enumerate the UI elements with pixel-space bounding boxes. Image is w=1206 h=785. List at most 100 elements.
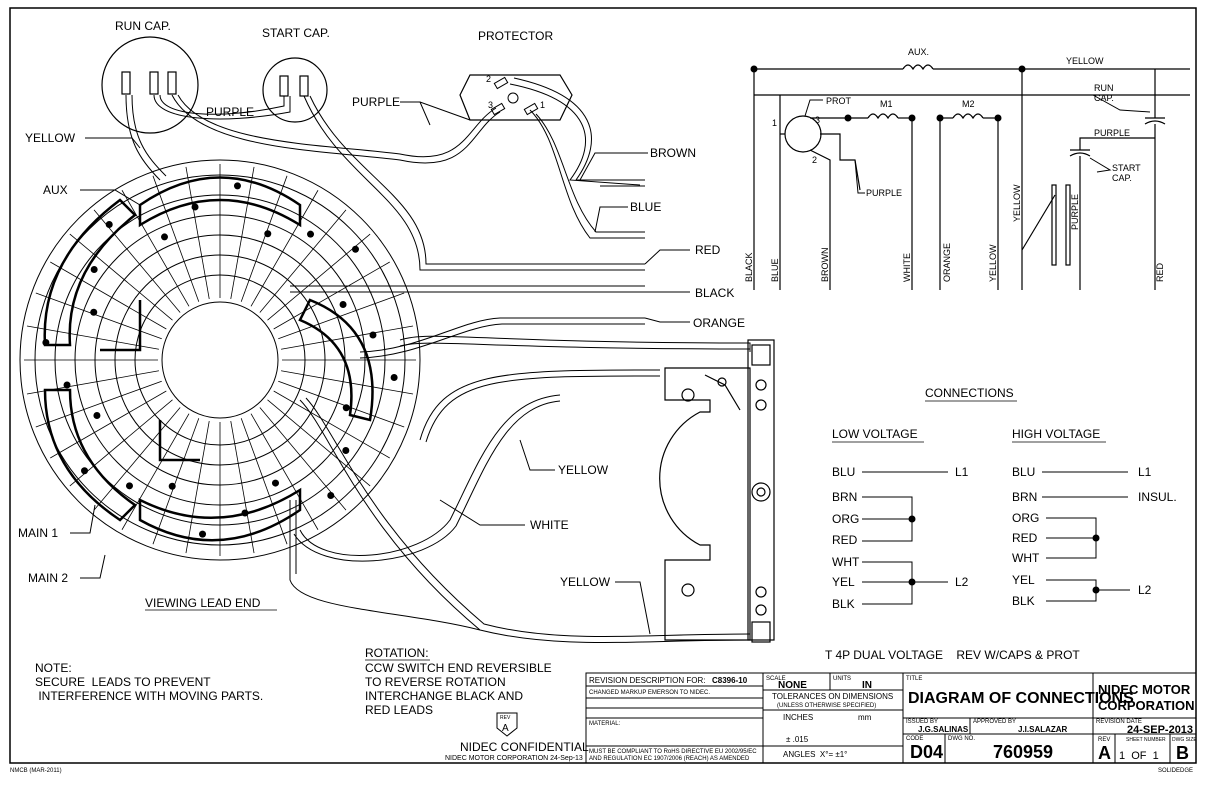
- main2-label: MAIN 2: [28, 571, 68, 585]
- slot-line: [250, 413, 319, 530]
- schem-prot-2: 2: [812, 155, 817, 165]
- yellow-top-label: YELLOW: [25, 131, 76, 145]
- tb-rev-desc-label: REVISION DESCRIPTION FOR:: [589, 676, 705, 685]
- protector-label: PROTECTOR: [478, 29, 553, 43]
- tb-revdate-label: REVISION DATE: [1096, 719, 1142, 725]
- coil-lead-dot: [342, 404, 350, 412]
- tb-size-label: DWG SIZE: [1172, 737, 1197, 743]
- schem-runcap-label2: CAP.: [1094, 93, 1114, 103]
- note-head: NOTE:: [35, 661, 72, 675]
- tb-sheet-label: SHEET NUMBER: [1126, 737, 1166, 743]
- coil-lead-dot: [42, 339, 50, 347]
- aux-coil-top: [138, 176, 302, 228]
- high-l1: L1: [1138, 465, 1152, 479]
- schematic-dots: [750, 65, 1026, 122]
- coil-lead-dot: [90, 265, 98, 273]
- high-row: ORG: [1012, 511, 1039, 525]
- schem-yellow-label: YELLOW: [1066, 56, 1104, 66]
- rotation-line: CCW SWITCH END REVERSIBLE: [365, 661, 552, 675]
- tb-size: B: [1176, 743, 1189, 763]
- start-capacitor: [262, 57, 328, 123]
- tb-material-label: MATERIAL:: [589, 721, 621, 727]
- high-row: BLK: [1012, 594, 1035, 608]
- schem-m1-label: M1: [880, 99, 893, 109]
- footer-right: SOLIDEDGE: [1158, 768, 1193, 774]
- high-insul: INSUL.: [1138, 490, 1177, 504]
- coil-lead-dot: [90, 308, 98, 316]
- high-row: YEL: [1012, 573, 1035, 587]
- coil-lead-dot: [339, 301, 347, 309]
- tb-sheet: 1 OF 1: [1119, 750, 1159, 762]
- coil-lead-dot: [241, 509, 249, 517]
- coil-lead-dot: [191, 203, 199, 211]
- blue-label: BLUE: [630, 200, 661, 214]
- schem-vert-brown: BROWN: [820, 248, 830, 283]
- tb-issued: J.G.SALINAS: [918, 725, 969, 734]
- low-voltage-rows: BLU BRN ORG RED WHT YEL BLK L1 L2: [832, 465, 969, 611]
- yellow-mid-label: YELLOW: [558, 463, 609, 477]
- tb-scale: NONE: [778, 680, 807, 691]
- slot-line: [259, 209, 347, 313]
- tb-issued-label: ISSUED BY: [906, 719, 938, 725]
- run-capacitor: [101, 36, 199, 134]
- aux-coil-bottom: [138, 487, 302, 542]
- slot-line: [69, 233, 173, 321]
- slot-line: [35, 380, 162, 428]
- tb-units-label: UNITS: [833, 676, 851, 682]
- coil-lead-dot: [125, 482, 133, 490]
- coil-lead-dot: [105, 221, 113, 229]
- slot-line: [121, 190, 190, 307]
- rotor-bore: [161, 301, 279, 419]
- schem-vert-yellow2: YELLOW: [1012, 184, 1022, 222]
- high-row: RED: [1012, 531, 1038, 545]
- schem-vert-purple: PURPLE: [1070, 194, 1080, 230]
- schem-vert-orange: ORANGE: [942, 243, 952, 282]
- slot-line: [121, 413, 190, 530]
- coil-lead-dot: [271, 479, 279, 487]
- centrifugal-switch: [659, 339, 775, 643]
- main-coil-right: [298, 298, 374, 422]
- connection-subtitle: T 4P DUAL VOLTAGE REV W/CAPS & PROT: [825, 648, 1080, 662]
- slot-line: [230, 166, 255, 300]
- schem-startcap-label1: START: [1112, 163, 1141, 173]
- prot-terminal-2: 2: [486, 74, 491, 84]
- red-label: RED: [695, 243, 721, 257]
- tb-tol2: (UNLESS OTHERWISE SPECIFIED): [777, 703, 876, 709]
- rev-badge-head: REV: [500, 715, 511, 721]
- tb-angles: ANGLES X°= ±1°: [783, 750, 847, 759]
- coil-lead-dot: [307, 230, 315, 238]
- tb-approved-label: APPROVED BY: [973, 719, 1016, 725]
- tb-rev: A: [1098, 743, 1111, 763]
- low-row: BLK: [832, 597, 855, 611]
- high-voltage-title: HIGH VOLTAGE: [1012, 427, 1100, 441]
- main-coil-left: [43, 198, 137, 347]
- note-line: INTERFERENCE WITH MOVING PARTS.: [35, 689, 263, 703]
- coil-lead-dots: [42, 182, 398, 538]
- coil-lead-dot: [351, 245, 359, 253]
- tb-tol-value: ± .015: [786, 735, 809, 744]
- rev-badge-letter: A: [502, 723, 509, 734]
- tb-dwg: 760959: [993, 742, 1053, 762]
- slot-line: [185, 166, 210, 300]
- coil-lead-dot: [199, 530, 207, 538]
- coil-lead-dot: [264, 230, 272, 238]
- orange-label: ORANGE: [693, 316, 745, 330]
- tb-mm: mm: [858, 713, 872, 722]
- schem-prot-label: PROT: [826, 96, 852, 106]
- schematic: [753, 64, 1190, 290]
- low-row: ORG: [832, 512, 859, 526]
- stator-slot-lines: [24, 164, 416, 556]
- purple-prot-label: PURPLE: [352, 95, 400, 109]
- tb-dwg-label: DWG NO.: [948, 736, 975, 742]
- schem-runcap-label1: RUN: [1094, 83, 1114, 93]
- note-line: SECURE LEADS TO PREVENT: [35, 675, 211, 689]
- low-l1: L1: [955, 465, 969, 479]
- high-row: BRN: [1012, 490, 1037, 504]
- schem-startcap-label2: CAP.: [1112, 173, 1132, 183]
- slot-line: [26, 325, 160, 350]
- schem-vert-black: BLACK: [744, 252, 754, 282]
- low-row: YEL: [832, 575, 855, 589]
- low-voltage-junctions: [908, 515, 916, 586]
- slot-line: [152, 418, 200, 545]
- prot-terminal-3: 3: [488, 100, 493, 110]
